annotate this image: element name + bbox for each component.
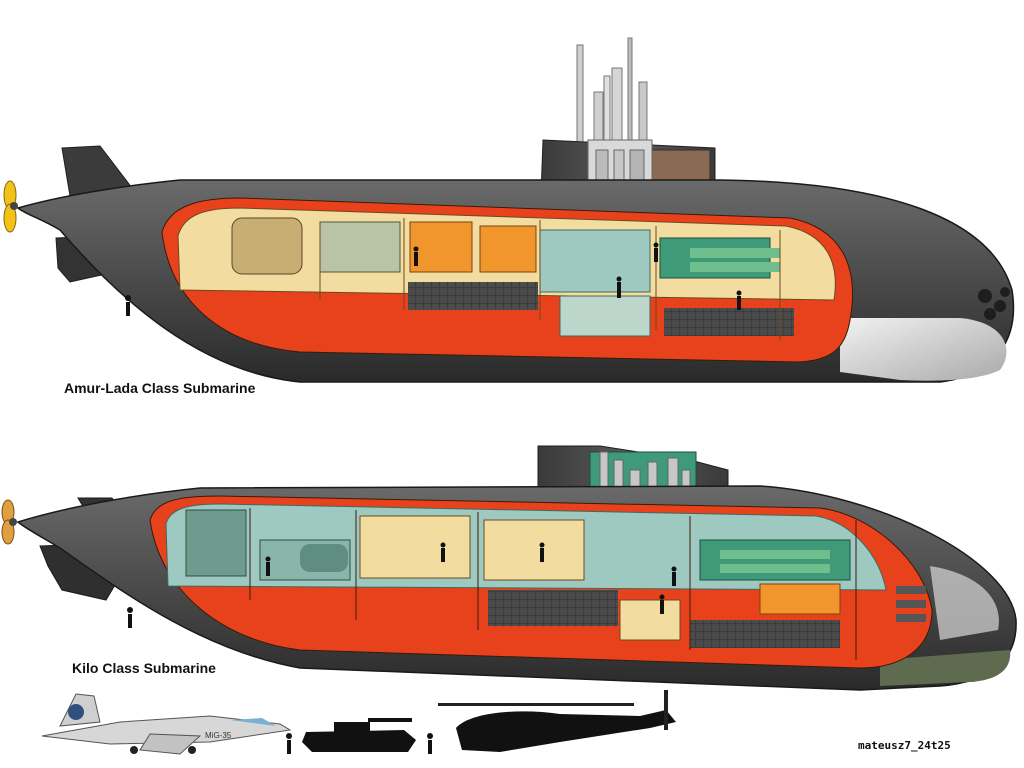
scale-human-figure-1	[286, 733, 292, 754]
kilo-crew-figures	[265, 542, 677, 614]
amur-propeller	[3, 180, 18, 233]
kilo-submarine	[1, 445, 1017, 691]
caption-kilo: Kilo Class Submarine	[72, 660, 216, 676]
amur-battery-aft	[664, 308, 794, 336]
aircraft-marking: MiG-35	[205, 731, 232, 740]
kilo-propeller	[1, 499, 17, 545]
artist-signature: mateusz7_24t25	[858, 739, 951, 752]
kilo-battery-fwd	[488, 590, 618, 626]
kilo-battery-aft	[690, 620, 840, 648]
amur-masts	[576, 37, 648, 173]
amur-crew-figures	[413, 242, 742, 310]
scale-human-figure-2	[427, 733, 433, 754]
amur-lada-submarine	[3, 37, 1015, 383]
kilo-scale-human-figure	[127, 607, 133, 628]
helicopter-silhouette	[438, 690, 676, 752]
amur-compartments	[231, 217, 794, 340]
mig-35-jet: MiG-35	[41, 693, 292, 755]
amur-sonar-dome	[840, 318, 1007, 381]
tank-silhouette	[302, 718, 416, 752]
kilo-compartments	[185, 508, 926, 660]
caption-amur-lada: Amur-Lada Class Submarine	[64, 380, 256, 396]
amur-battery-fwd	[408, 282, 538, 310]
amur-scale-human-figure	[125, 295, 131, 316]
